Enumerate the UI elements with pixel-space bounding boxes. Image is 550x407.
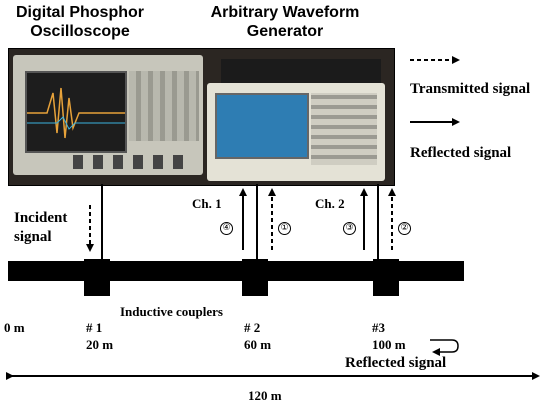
coupler-2-id: # 2: [244, 320, 261, 335]
coupler-3-id: #3: [372, 320, 385, 335]
oscilloscope-ports: [73, 155, 183, 169]
coupler-1-distance: 20 m: [86, 337, 114, 352]
legend-reflected-label: Reflected signal: [410, 145, 512, 161]
coupler-3-distance: 100 m: [372, 337, 406, 352]
ch1-label: Ch. 1: [192, 196, 222, 211]
circled-3: ③: [343, 222, 356, 235]
total-distance-label: 120 m: [248, 388, 282, 403]
awg-keypad: [311, 93, 377, 165]
coupler-3: [373, 259, 399, 296]
end-reflected-label: Reflected signal: [345, 355, 447, 371]
awg-title-line2: Generator: [246, 23, 324, 40]
origin-label: 0 m: [4, 320, 25, 335]
reflection-symbol: [430, 339, 459, 353]
power-line-cable: [8, 261, 464, 281]
coupler-2: [242, 259, 268, 296]
ch2-label: Ch. 2: [315, 196, 345, 211]
oscilloscope-title-line2: Oscilloscope: [30, 23, 130, 40]
coupler-1-id: # 1: [86, 320, 103, 335]
oscilloscope-title: Digital Phosphor Oscilloscope: [10, 3, 150, 41]
incident-label-line1: Incident: [14, 210, 68, 226]
awg-screen: [215, 93, 309, 159]
oscilloscope-screen: [25, 71, 127, 153]
circled-4: ④: [220, 222, 233, 235]
oscilloscope-device: [13, 55, 203, 175]
oscilloscope-title-line1: Digital Phosphor: [16, 4, 144, 21]
circled-1: ①: [278, 222, 291, 235]
incident-signal-label: Incident signal: [14, 209, 67, 247]
oscilloscope-controls: [129, 71, 199, 141]
couplers-label: Inductive couplers: [120, 304, 223, 319]
incident-label-line2: signal: [14, 229, 52, 245]
awg-device: [207, 83, 385, 181]
awg-title-line1: Arbitrary Waveform: [210, 4, 360, 21]
coupler-1: [84, 259, 110, 296]
awg-title: Arbitrary Waveform Generator: [200, 3, 370, 41]
circled-2: ②: [398, 222, 411, 235]
legend-transmitted-label: Transmitted signal: [410, 81, 531, 97]
coupler-2-distance: 60 m: [244, 337, 272, 352]
waveform-trace: [27, 87, 125, 139]
awg-top-equipment: [221, 59, 381, 83]
equipment-photo: [8, 48, 395, 186]
